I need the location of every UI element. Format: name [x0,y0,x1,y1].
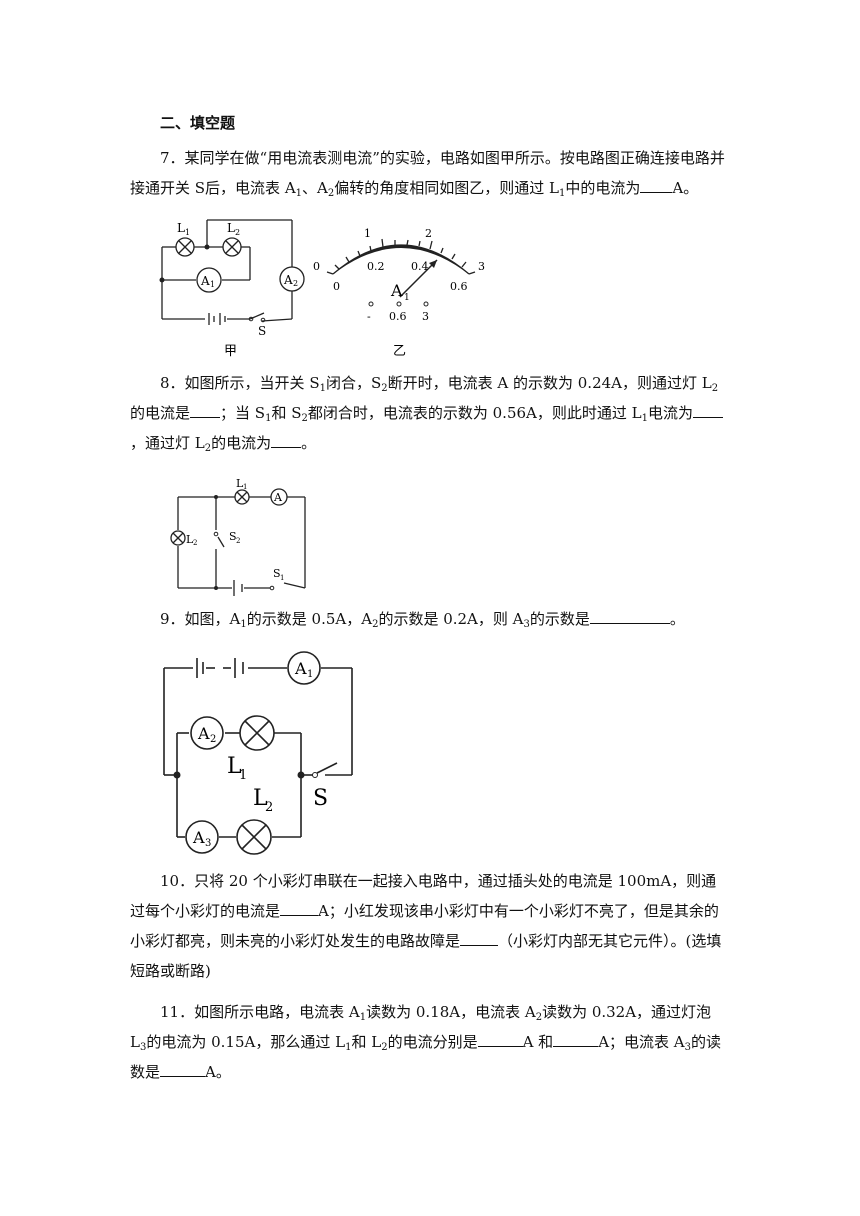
svg-text:L: L [227,754,242,779]
svg-text:A: A [390,281,403,300]
answer-blank[interactable] [692,399,723,418]
svg-text:A: A [294,659,307,678]
svg-text:2: 2 [210,734,216,745]
svg-text:0.6: 0.6 [450,280,468,293]
svg-text:S: S [273,567,281,580]
svg-text:0: 0 [333,280,340,293]
svg-text:L: L [177,221,185,235]
svg-text:2: 2 [193,539,197,547]
svg-text:1: 1 [210,280,215,289]
question-11: 11．如图所示电路，电流表 A1读数为 0.18A，电流表 A2读数为 0.32… [130,1003,722,1081]
svg-text:3: 3 [422,310,429,323]
svg-text:1: 1 [307,669,313,680]
svg-text:L: L [236,477,244,490]
svg-text:A: A [197,724,210,743]
caption-jia: 甲 [224,344,237,359]
svg-text:L: L [227,221,235,235]
svg-text:1: 1 [364,227,371,240]
svg-text:L: L [186,533,194,546]
svg-text:L: L [253,786,268,811]
svg-text:2: 2 [235,228,240,237]
svg-text:1: 1 [243,483,247,491]
section-title: 二、填空题 [160,114,236,132]
svg-text:2: 2 [236,537,240,545]
svg-text:0.6: 0.6 [389,310,407,323]
answer-blank[interactable] [280,897,319,916]
svg-text:0.2: 0.2 [367,260,385,273]
question-8: 8．如图所示，当开关 S1闭合，S2断开时，电流表 A 的示数为 0.24A，则… [130,368,730,458]
answer-blank[interactable] [271,429,302,448]
svg-text:A: A [192,828,205,847]
answer-blank[interactable] [160,1058,206,1077]
answer-blank[interactable] [460,927,499,946]
answer-blank[interactable] [190,399,221,418]
svg-text:A: A [273,491,283,504]
svg-text:S: S [229,530,237,543]
caption-yi: 乙 [393,344,406,359]
svg-text:1: 1 [239,768,247,783]
svg-text:2: 2 [293,279,298,288]
svg-text:1: 1 [404,293,410,303]
question-10: 10．只将 20 个小彩灯串联在一起接入电路中，通过插头处的电流是 100mA，… [130,872,722,980]
svg-text:-: - [367,310,371,323]
question-7: 7．某同学在做“用电流表测电流”的实验，电路如图甲所示。按电路图正确连接电路并接… [130,149,725,199]
question-9: 9．如图，A1的示数是 0.5A，A2的示数是 0.2A，则 A3的示数是。 [130,604,730,634]
svg-text:S: S [258,324,266,338]
svg-text:0.4: 0.4 [411,260,429,273]
svg-text:3: 3 [478,260,485,273]
answer-blank[interactable] [589,605,670,624]
svg-text:1: 1 [280,574,284,582]
answer-blank[interactable] [640,174,673,193]
svg-text:0: 0 [313,260,320,273]
svg-text:S: S [313,786,328,811]
answer-blank[interactable] [553,1028,599,1047]
svg-text:3: 3 [205,838,211,849]
svg-text:A: A [200,274,210,288]
svg-text:2: 2 [265,800,273,815]
svg-text:2: 2 [425,227,432,240]
svg-text:A: A [283,273,293,287]
answer-blank[interactable] [477,1028,523,1047]
svg-text:1: 1 [185,228,190,237]
